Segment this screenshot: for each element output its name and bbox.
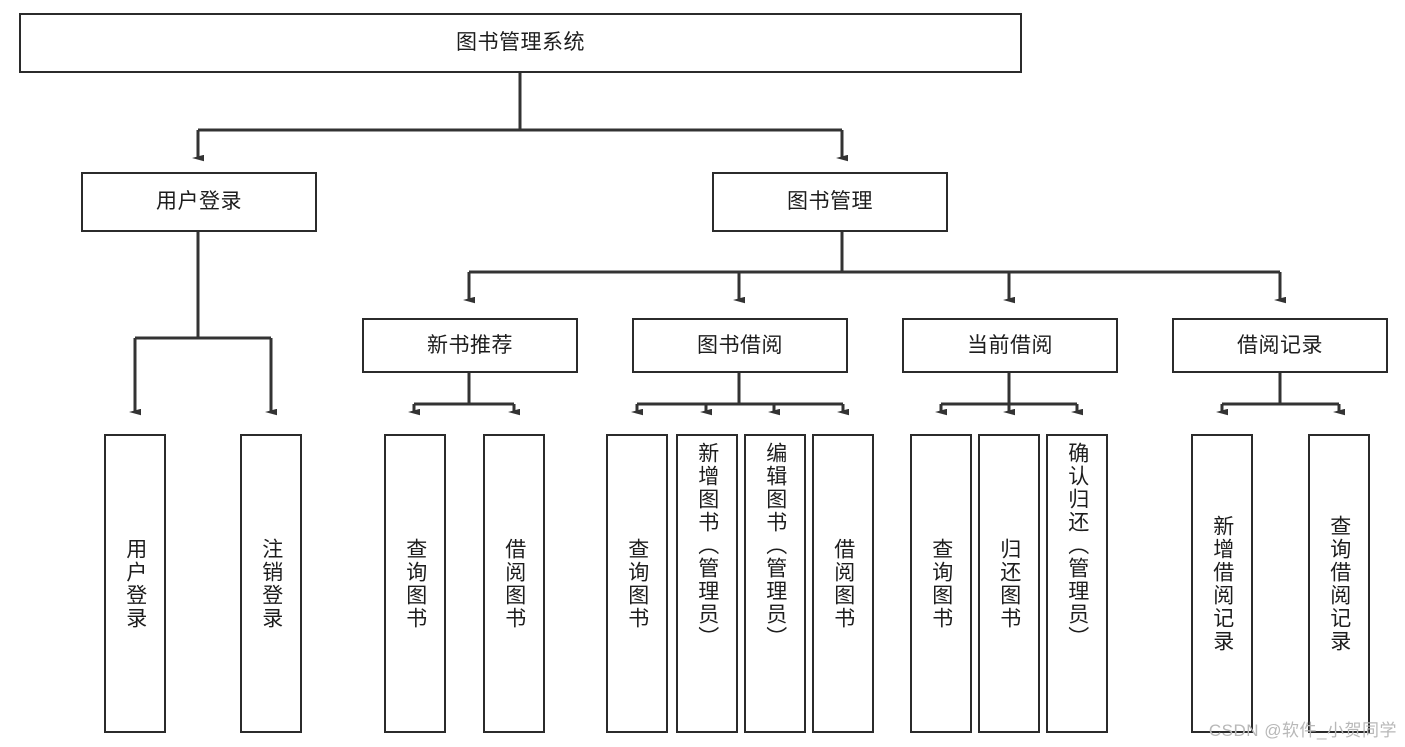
leaf-logout-login[interactable]: 注销登录 [240, 434, 302, 733]
leaf-add-book-admin[interactable]: 新增图书（管理员） [676, 434, 738, 733]
node-label: 借阅记录 [1237, 333, 1323, 357]
leaf-add-borrow-record[interactable]: 新增借阅记录 [1191, 434, 1253, 733]
node-user-login[interactable]: 用户登录 [81, 172, 317, 232]
node-label: 注销登录 [259, 537, 283, 630]
node-new-book-recommend[interactable]: 新书推荐 [362, 318, 578, 373]
leaf-query-borrow-record[interactable]: 查询借阅记录 [1308, 434, 1370, 733]
node-current-borrow[interactable]: 当前借阅 [902, 318, 1118, 373]
leaf-query-book-borrow[interactable]: 查询图书 [606, 434, 668, 733]
leaf-return-book[interactable]: 归还图书 [978, 434, 1040, 733]
leaf-borrow-book[interactable]: 借阅图书 [812, 434, 874, 733]
node-label: 用户登录 [156, 190, 242, 214]
leaf-borrow-book-recommend[interactable]: 借阅图书 [483, 434, 545, 733]
node-label: 图书借阅 [697, 333, 783, 357]
leaf-user-login[interactable]: 用户登录 [104, 434, 166, 733]
node-label: 归还图书 [997, 537, 1021, 630]
node-label: 新书推荐 [427, 333, 513, 357]
node-label: 新增图书（管理员） [695, 442, 719, 649]
node-label: 编辑图书（管理员） [763, 442, 787, 649]
leaf-edit-book-admin[interactable]: 编辑图书（管理员） [744, 434, 806, 733]
node-label: 查询图书 [403, 537, 427, 630]
node-label: 新增借阅记录 [1210, 514, 1234, 653]
leaf-confirm-return-admin[interactable]: 确认归还（管理员） [1046, 434, 1108, 733]
node-label: 确认归还（管理员） [1065, 442, 1089, 649]
leaf-query-book-current[interactable]: 查询图书 [910, 434, 972, 733]
leaf-query-book-recommend[interactable]: 查询图书 [384, 434, 446, 733]
node-book-management[interactable]: 图书管理 [712, 172, 948, 232]
node-label: 图书管理 [787, 190, 873, 214]
node-borrow-record[interactable]: 借阅记录 [1172, 318, 1388, 373]
node-label: 查询图书 [929, 537, 953, 630]
node-label: 当前借阅 [967, 333, 1053, 357]
node-root-book-management-system[interactable]: 图书管理系统 [19, 13, 1022, 73]
node-label: 借阅图书 [502, 537, 526, 630]
node-label: 查询图书 [625, 537, 649, 630]
node-label: 图书管理系统 [456, 31, 585, 55]
node-label: 用户登录 [123, 537, 147, 630]
node-book-borrow[interactable]: 图书借阅 [632, 318, 848, 373]
watermark-text: CSDN @软件_小贺同学 [1208, 721, 1397, 740]
node-label: 查询借阅记录 [1327, 514, 1351, 653]
node-label: 借阅图书 [831, 537, 855, 630]
